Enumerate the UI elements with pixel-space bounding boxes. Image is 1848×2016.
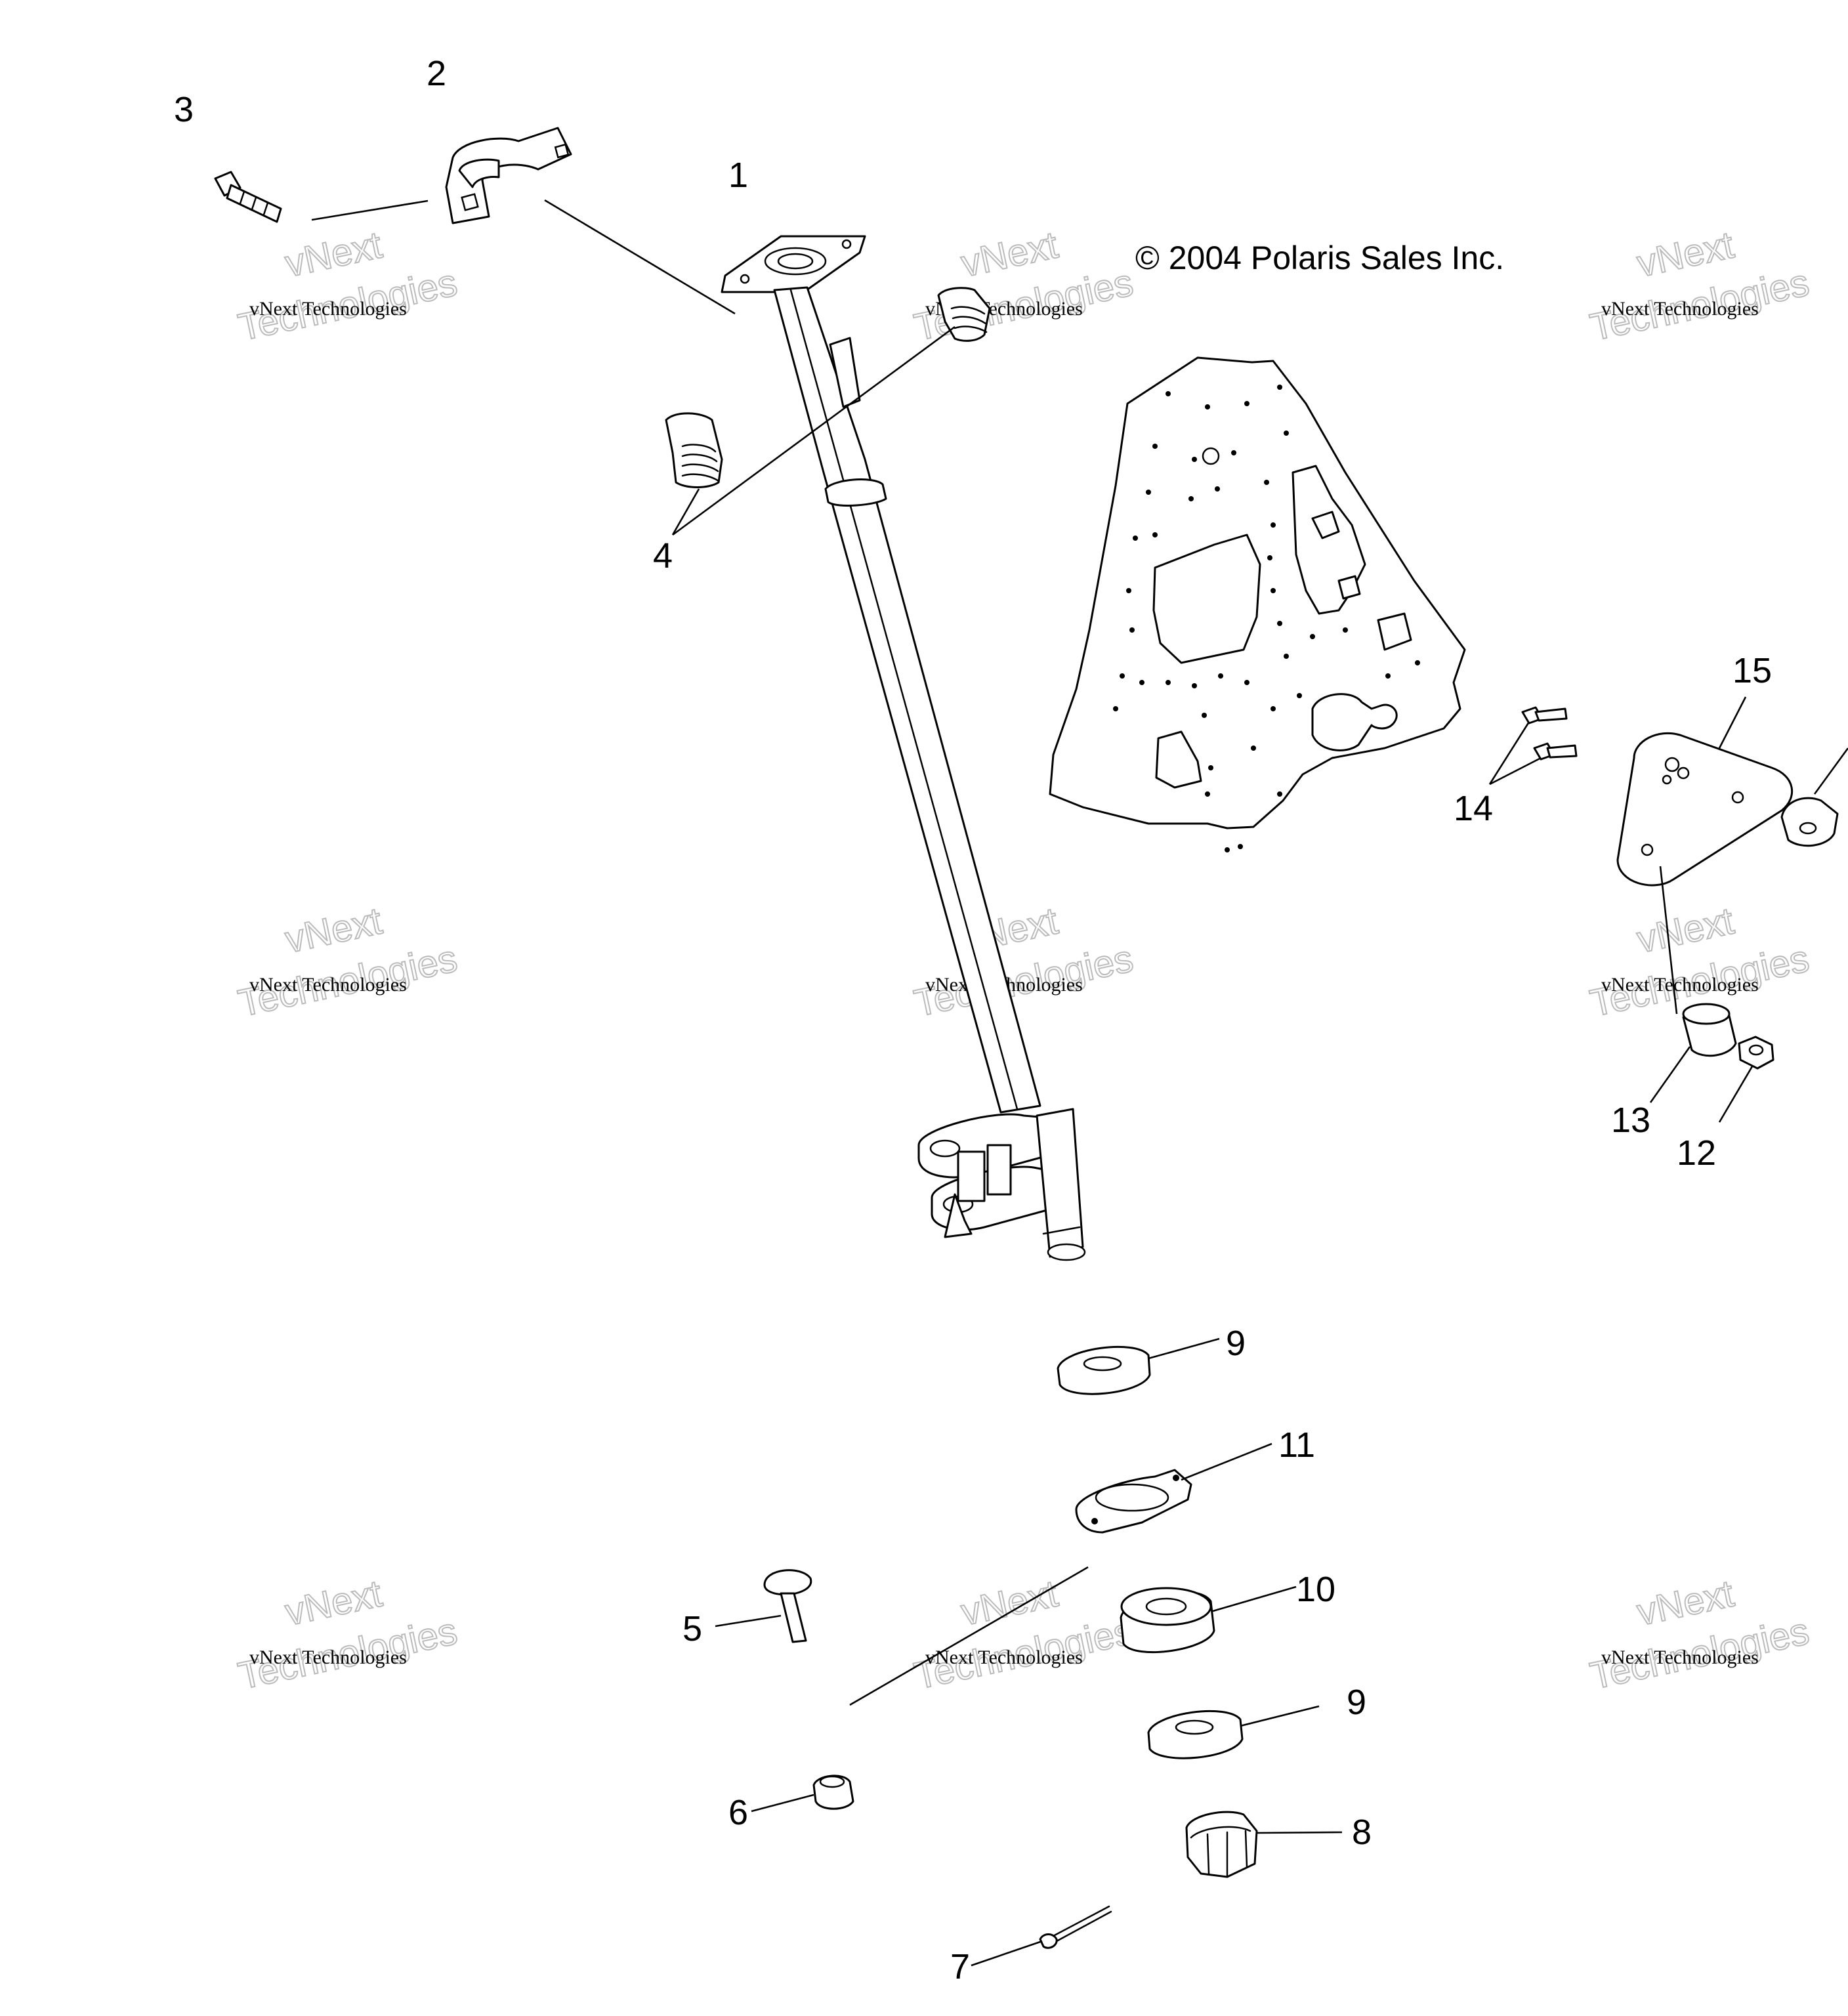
svg-text:vNext Technologies: vNext Technologies <box>925 1647 1083 1668</box>
leader-15-13 <box>1659 866 1678 1015</box>
svg-text:vNext Technologies: vNext Technologies <box>249 298 407 320</box>
leader-centerline <box>849 1566 1089 1706</box>
svg-text:vNext: vNext <box>957 1572 1062 1633</box>
part-5-carriage-bolt <box>763 1569 812 1643</box>
leader-9-upper <box>1148 1337 1220 1360</box>
part-7-cotter-pin <box>1039 1905 1112 1949</box>
callout-15: 15 <box>1732 651 1772 690</box>
part-6-nut <box>812 1774 854 1810</box>
watermarks: Technologies vNext vNext Technologies Te… <box>234 222 1814 1698</box>
callout-6: 6 <box>728 1793 748 1832</box>
watermark: Technologies vNext vNext Technologies <box>1586 1571 1814 1698</box>
callout-8: 8 <box>1352 1813 1372 1852</box>
part-4-bushing-left <box>665 412 723 488</box>
part-12-nut <box>1738 1036 1774 1070</box>
part-13-spacer <box>1682 1003 1737 1057</box>
copyright-notice: © 2004 Polaris Sales Inc. <box>1135 240 1504 276</box>
part-9-washer-lower <box>1147 1710 1244 1759</box>
watermark: Technologies vNext vNext Technologies <box>234 898 462 1025</box>
part-11-flange <box>1075 1469 1192 1534</box>
svg-text:vNext Technologies: vNext Technologies <box>249 1647 407 1668</box>
watermark: Technologies vNext vNext Technologies <box>234 222 462 349</box>
callout-5: 5 <box>682 1609 702 1648</box>
part-9-washer-upper <box>1057 1345 1151 1395</box>
svg-text:vNext Technologies: vNext Technologies <box>249 974 407 996</box>
leader-6 <box>751 1794 814 1813</box>
leader-8 <box>1256 1831 1343 1834</box>
callout-2: 2 <box>427 54 446 93</box>
leader-10 <box>1212 1586 1297 1612</box>
svg-text:vNext Technologies: vNext Technologies <box>1601 1647 1759 1668</box>
callout-labels: 1 2 3 4 5 6 7 8 9 10 11 9 12 13 14 15 <box>174 54 1772 1986</box>
callout-14: 14 <box>1454 789 1493 828</box>
svg-text:vNext: vNext <box>282 899 386 961</box>
frame-holes <box>1113 385 1420 852</box>
callout-4: 4 <box>653 536 673 576</box>
part-10-ring <box>1120 1587 1215 1654</box>
leader-14b <box>1489 757 1542 786</box>
callout-1: 1 <box>728 156 748 195</box>
watermark: Technologies vNext vNext Technologies <box>910 222 1138 349</box>
callout-3: 3 <box>174 90 194 129</box>
leader-15 <box>1718 696 1747 749</box>
leader-12 <box>1718 1066 1754 1123</box>
svg-text:vNext Technologies: vNext Technologies <box>1601 298 1759 320</box>
leader-14a <box>1488 721 1530 785</box>
leader-13 <box>1649 1046 1691 1103</box>
part-4-bushing-right <box>937 287 991 342</box>
svg-text:vNext: vNext <box>1633 899 1738 961</box>
frame-panel <box>1049 356 1466 852</box>
svg-text:vNext: vNext <box>957 223 1062 285</box>
callout-9-upper: 9 <box>1226 1324 1246 1363</box>
callout-11: 11 <box>1278 1425 1315 1465</box>
callout-9-lower: 9 <box>1347 1683 1366 1722</box>
watermark: Technologies vNext vNext Technologies <box>1586 222 1814 349</box>
callout-7: 7 <box>950 1947 970 1986</box>
watermark: Technologies vNext vNext Technologies <box>234 1571 462 1698</box>
svg-text:vNext: vNext <box>282 223 386 285</box>
part-8-castle-nut <box>1185 1811 1258 1878</box>
leader-9-lower <box>1240 1705 1320 1727</box>
part-14-bolts <box>1521 706 1578 761</box>
leader-2-1 <box>544 199 736 315</box>
leader-11 <box>1181 1442 1272 1481</box>
part-3-bolt <box>214 171 282 223</box>
leader-4-left <box>671 488 700 536</box>
part-2-clamp <box>445 127 572 224</box>
leader-4-right <box>672 326 956 536</box>
leader-7 <box>971 1940 1043 1967</box>
part-1-steering-post <box>721 235 1086 1261</box>
leader-5 <box>715 1614 782 1628</box>
callout-12: 12 <box>1677 1133 1716 1173</box>
svg-text:vNext: vNext <box>1633 1572 1738 1633</box>
edge-nut <box>1780 747 1848 847</box>
callout-10: 10 <box>1296 1570 1335 1609</box>
part-15-plate <box>1616 732 1793 887</box>
svg-text:vNext Technologies: vNext Technologies <box>1601 974 1759 996</box>
watermark: Technologies vNext vNext Technologies <box>910 1571 1138 1698</box>
svg-text:vNext: vNext <box>282 1572 386 1633</box>
callout-13: 13 <box>1611 1101 1650 1140</box>
watermark: Technologies vNext vNext Technologies <box>910 898 1138 1025</box>
svg-text:vNext: vNext <box>1633 223 1738 285</box>
leader-3-2 <box>311 200 429 221</box>
